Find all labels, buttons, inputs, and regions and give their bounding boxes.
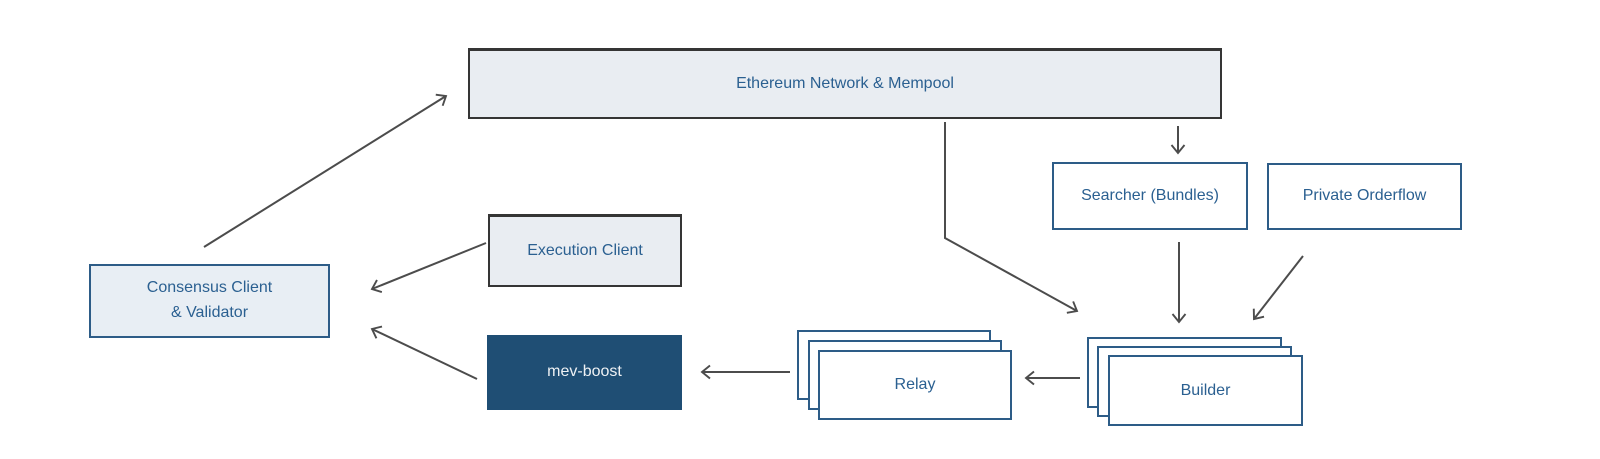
- node-label: Execution Client: [527, 241, 643, 259]
- node-label: Consensus Client & Validator: [146, 279, 273, 321]
- node-mev-boost: mev-boost: [487, 335, 682, 410]
- node-ethereum-network-mempool: Ethereum Network & Mempool: [468, 48, 1222, 119]
- node-label: Searcher (Bundles): [1081, 186, 1219, 204]
- arrow-private-orderflow-to-builder: [1252, 255, 1304, 321]
- node-builder-stack: Builder: [1087, 337, 1304, 427]
- builder-stack-box-front: Builder: [1108, 355, 1303, 426]
- arrow-mev-boost-to-consensus: [370, 325, 478, 380]
- node-consensus-client-validator: Consensus Client & Validator: [89, 264, 330, 338]
- node-label: Ethereum Network & Mempool: [736, 74, 954, 92]
- node-searcher-bundles: Searcher (Bundles): [1052, 162, 1248, 230]
- node-relay-stack: Relay: [797, 330, 1013, 421]
- arrow-execution-to-consensus: [370, 242, 487, 293]
- node-private-orderflow: Private Orderflow: [1267, 163, 1462, 230]
- arrow-consensus-to-ethereum: [203, 93, 448, 248]
- arrow-ethereum-to-builder: [944, 122, 1079, 314]
- relay-stack-box-front: Relay: [818, 350, 1012, 420]
- node-execution-client: Execution Client: [488, 214, 682, 287]
- node-label: Relay: [894, 376, 936, 393]
- node-label: Builder: [1180, 381, 1231, 399]
- node-label: mev-boost: [547, 363, 622, 381]
- node-label: Private Orderflow: [1302, 187, 1427, 205]
